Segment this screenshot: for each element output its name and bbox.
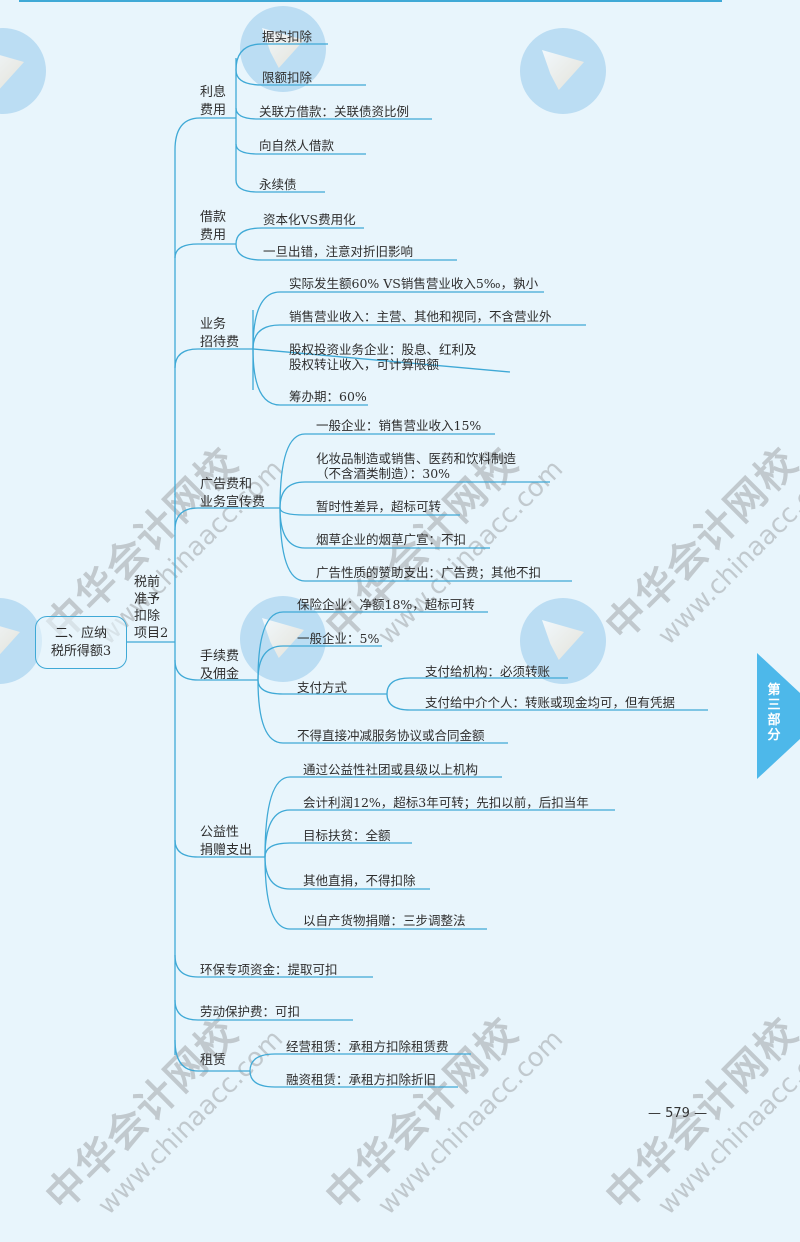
leaf-item: 暂时性差异，超标可转 <box>316 499 442 514</box>
leaf-item: 通过公益性社团或县级以上机构 <box>303 762 479 777</box>
leaf-item: 筹办期：60% <box>289 389 367 404</box>
leaf-item: 保险企业：净额18%，超标可转 <box>297 597 475 612</box>
branch-interest-label: 利息费用 <box>200 85 227 118</box>
leaf-item: 目标扶贫：全额 <box>303 828 391 843</box>
leaf-item: 股权投资业务企业：股息、红利及 <box>289 342 477 357</box>
tab-shape <box>757 653 800 779</box>
root-node: 二、应纳 税所得额3 <box>35 616 127 669</box>
level1-line: 项目2 <box>134 626 169 641</box>
leaf-item: 一般企业：5% <box>297 631 380 646</box>
branch-lease-label: 租赁 <box>200 1053 227 1068</box>
branch-commission-label: 手续费及佣金 <box>200 649 240 682</box>
root-line2: 税所得额3 <box>50 643 112 659</box>
leaf-item: 据实扣除 <box>262 29 313 44</box>
section-tab[interactable]: 第三部分 <box>757 653 800 779</box>
section-tab-label: 第三部分 <box>767 683 781 743</box>
leaf-item: 其他直捐，不得扣除 <box>303 873 416 888</box>
leaf-item: 会计利润12%，超标3年可转；先扣以前，后扣当年 <box>303 795 589 810</box>
leaf-item: 限额扣除 <box>262 70 313 85</box>
branch-entertainment-label: 业务招待费 <box>200 317 240 350</box>
leaf-item: 实际发生额60% VS销售营业收入5‰，孰小 <box>289 276 539 291</box>
leaf-item: 销售营业收入：主营、其他和视同，不含营业外 <box>289 309 552 324</box>
leaf-item: 烟草企业的烟草广宣：不扣 <box>316 532 467 547</box>
top-rule <box>19 0 722 2</box>
leaf-item: 一般企业：销售营业收入15% <box>316 418 482 433</box>
leaf-item: 向自然人借款 <box>259 138 335 153</box>
leaf-item: 资本化VS费用化 <box>263 212 356 227</box>
leaf-item: 经营租赁：承租方扣除租赁费 <box>286 1039 449 1054</box>
leaf-item: 一旦出错，注意对折旧影响 <box>263 244 414 259</box>
leaf-item: 环保专项资金：提取可扣 <box>200 962 338 977</box>
root-line1: 二、应纳 <box>54 625 107 641</box>
branch-advertising-label: 广告费和业务宣传费 <box>200 477 266 510</box>
branch-donation-label: 公益性捐赠支出 <box>200 825 253 858</box>
leaf-item: 关联方借款：关联债资比例 <box>259 104 410 119</box>
leaf-item: 支付给中介个人：转账或现金均可，但有凭据 <box>425 695 676 710</box>
leaf-item: 支付给机构：必须转账 <box>425 664 551 679</box>
level1-node: 税前 准予 扣除 项目2 <box>134 574 168 642</box>
leaf-item: 不得直接冲减服务协议或合同金额 <box>297 728 485 743</box>
level1-line: 准予 <box>134 592 161 607</box>
level1-line: 扣除 <box>134 609 161 624</box>
leaf-item: 以自产货物捐赠：三步调整法 <box>303 913 466 928</box>
leaf-item: 广告性质的赞助支出：广告费；其他不扣 <box>316 565 542 580</box>
leaf-item: （不含酒类制造）：30% <box>316 466 451 481</box>
leaf-item: 股权转让收入，可计算限额 <box>289 357 440 372</box>
page-number: — 579 — <box>648 1106 708 1121</box>
leaf-item: 融资租赁：承租方扣除折旧 <box>286 1072 437 1087</box>
mindmap-connectors <box>127 43 708 1088</box>
leaf-item: 支付方式 <box>297 680 348 695</box>
branch-borrowing-label: 借款费用 <box>200 210 227 243</box>
leaf-item: 永续债 <box>259 177 297 192</box>
leaf-item: 化妆品制造或销售、医药和饮料制造 <box>316 451 517 466</box>
leaf-item: 劳动保护费：可扣 <box>200 1004 301 1019</box>
level1-line: 税前 <box>134 575 161 590</box>
